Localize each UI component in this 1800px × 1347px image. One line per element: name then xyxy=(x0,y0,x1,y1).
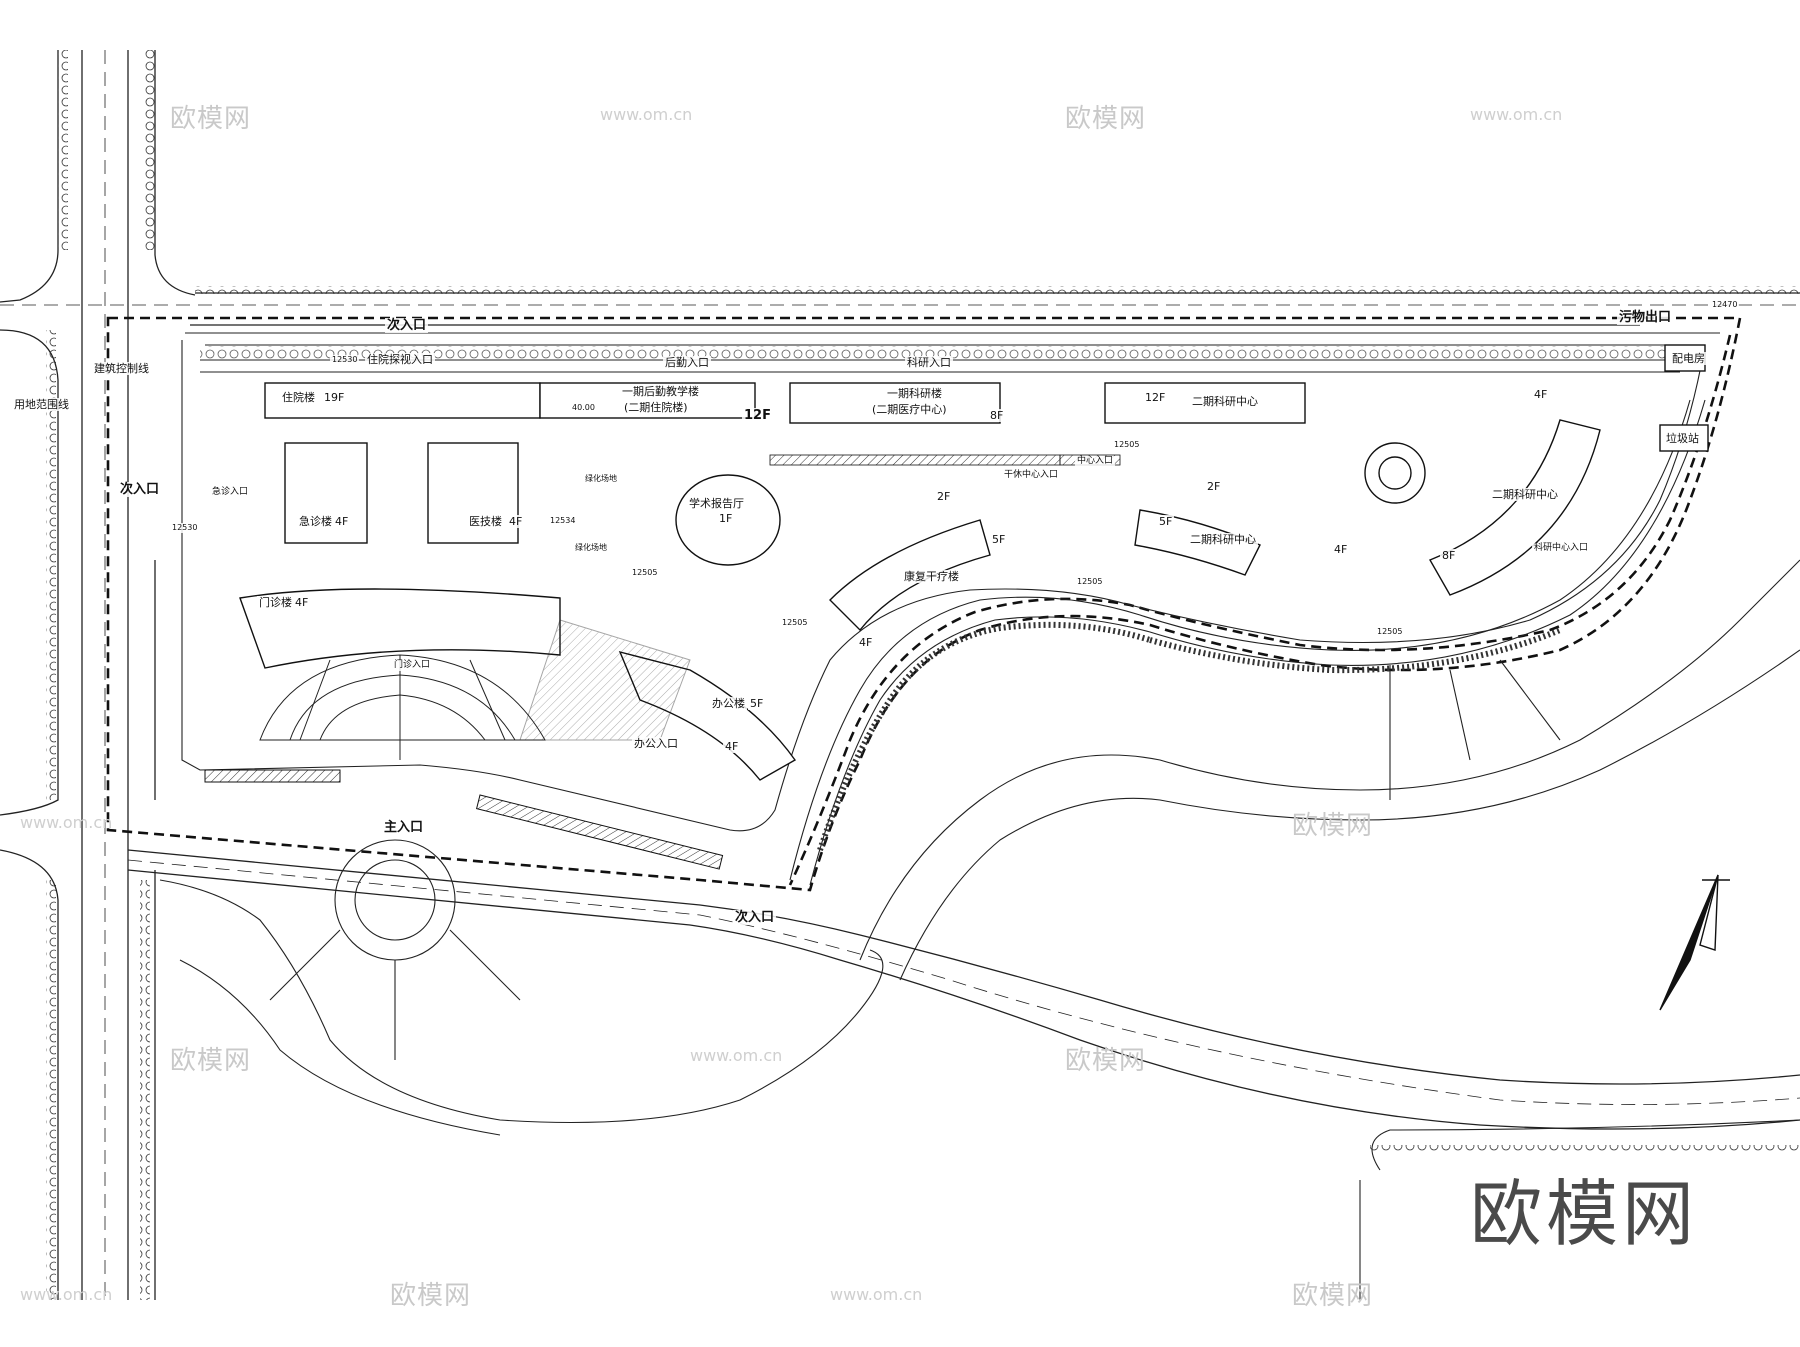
research-phase1-shape xyxy=(789,382,1001,424)
roundabout-research xyxy=(1364,442,1426,504)
garbage-station-shape xyxy=(1659,424,1709,452)
medtech-building-shape xyxy=(427,442,519,544)
tree-row-west-1 xyxy=(58,50,68,250)
tree-row-curve-2 xyxy=(1149,627,1562,674)
parking-strip-north xyxy=(200,346,1680,359)
outpatient-plaza xyxy=(259,619,691,760)
rehab-building-shape xyxy=(829,519,991,632)
research-phase2-b-shape xyxy=(1134,509,1261,576)
north-arrow xyxy=(1659,874,1730,1011)
buildings xyxy=(239,344,1709,781)
landscape-east xyxy=(859,559,1800,1300)
tree-row-curve-1 xyxy=(817,621,1151,851)
internal-curved-road xyxy=(789,399,1706,886)
landscape-south-west xyxy=(159,839,884,1136)
inpatient-building-shape xyxy=(264,382,541,419)
tree-row-west-5 xyxy=(140,880,150,1300)
west-road xyxy=(0,50,1800,1300)
tree-row-south-east xyxy=(1370,1145,1800,1153)
north-road xyxy=(190,292,1800,326)
logistics-building-shape xyxy=(539,382,756,419)
tree-row-west-4 xyxy=(46,880,56,1300)
tree-row-north xyxy=(195,286,1800,294)
power-room-shape xyxy=(1664,344,1706,372)
emergency-building-shape xyxy=(284,442,368,544)
tree-row-west-3 xyxy=(46,330,56,800)
tree-row-west-2 xyxy=(145,50,155,250)
auditorium-shape xyxy=(675,474,781,566)
site-interior xyxy=(181,332,1720,832)
research-phase2-c-shape xyxy=(1428,419,1601,596)
south-road xyxy=(127,849,1800,1130)
research-phase2-a-shape xyxy=(1104,382,1306,424)
